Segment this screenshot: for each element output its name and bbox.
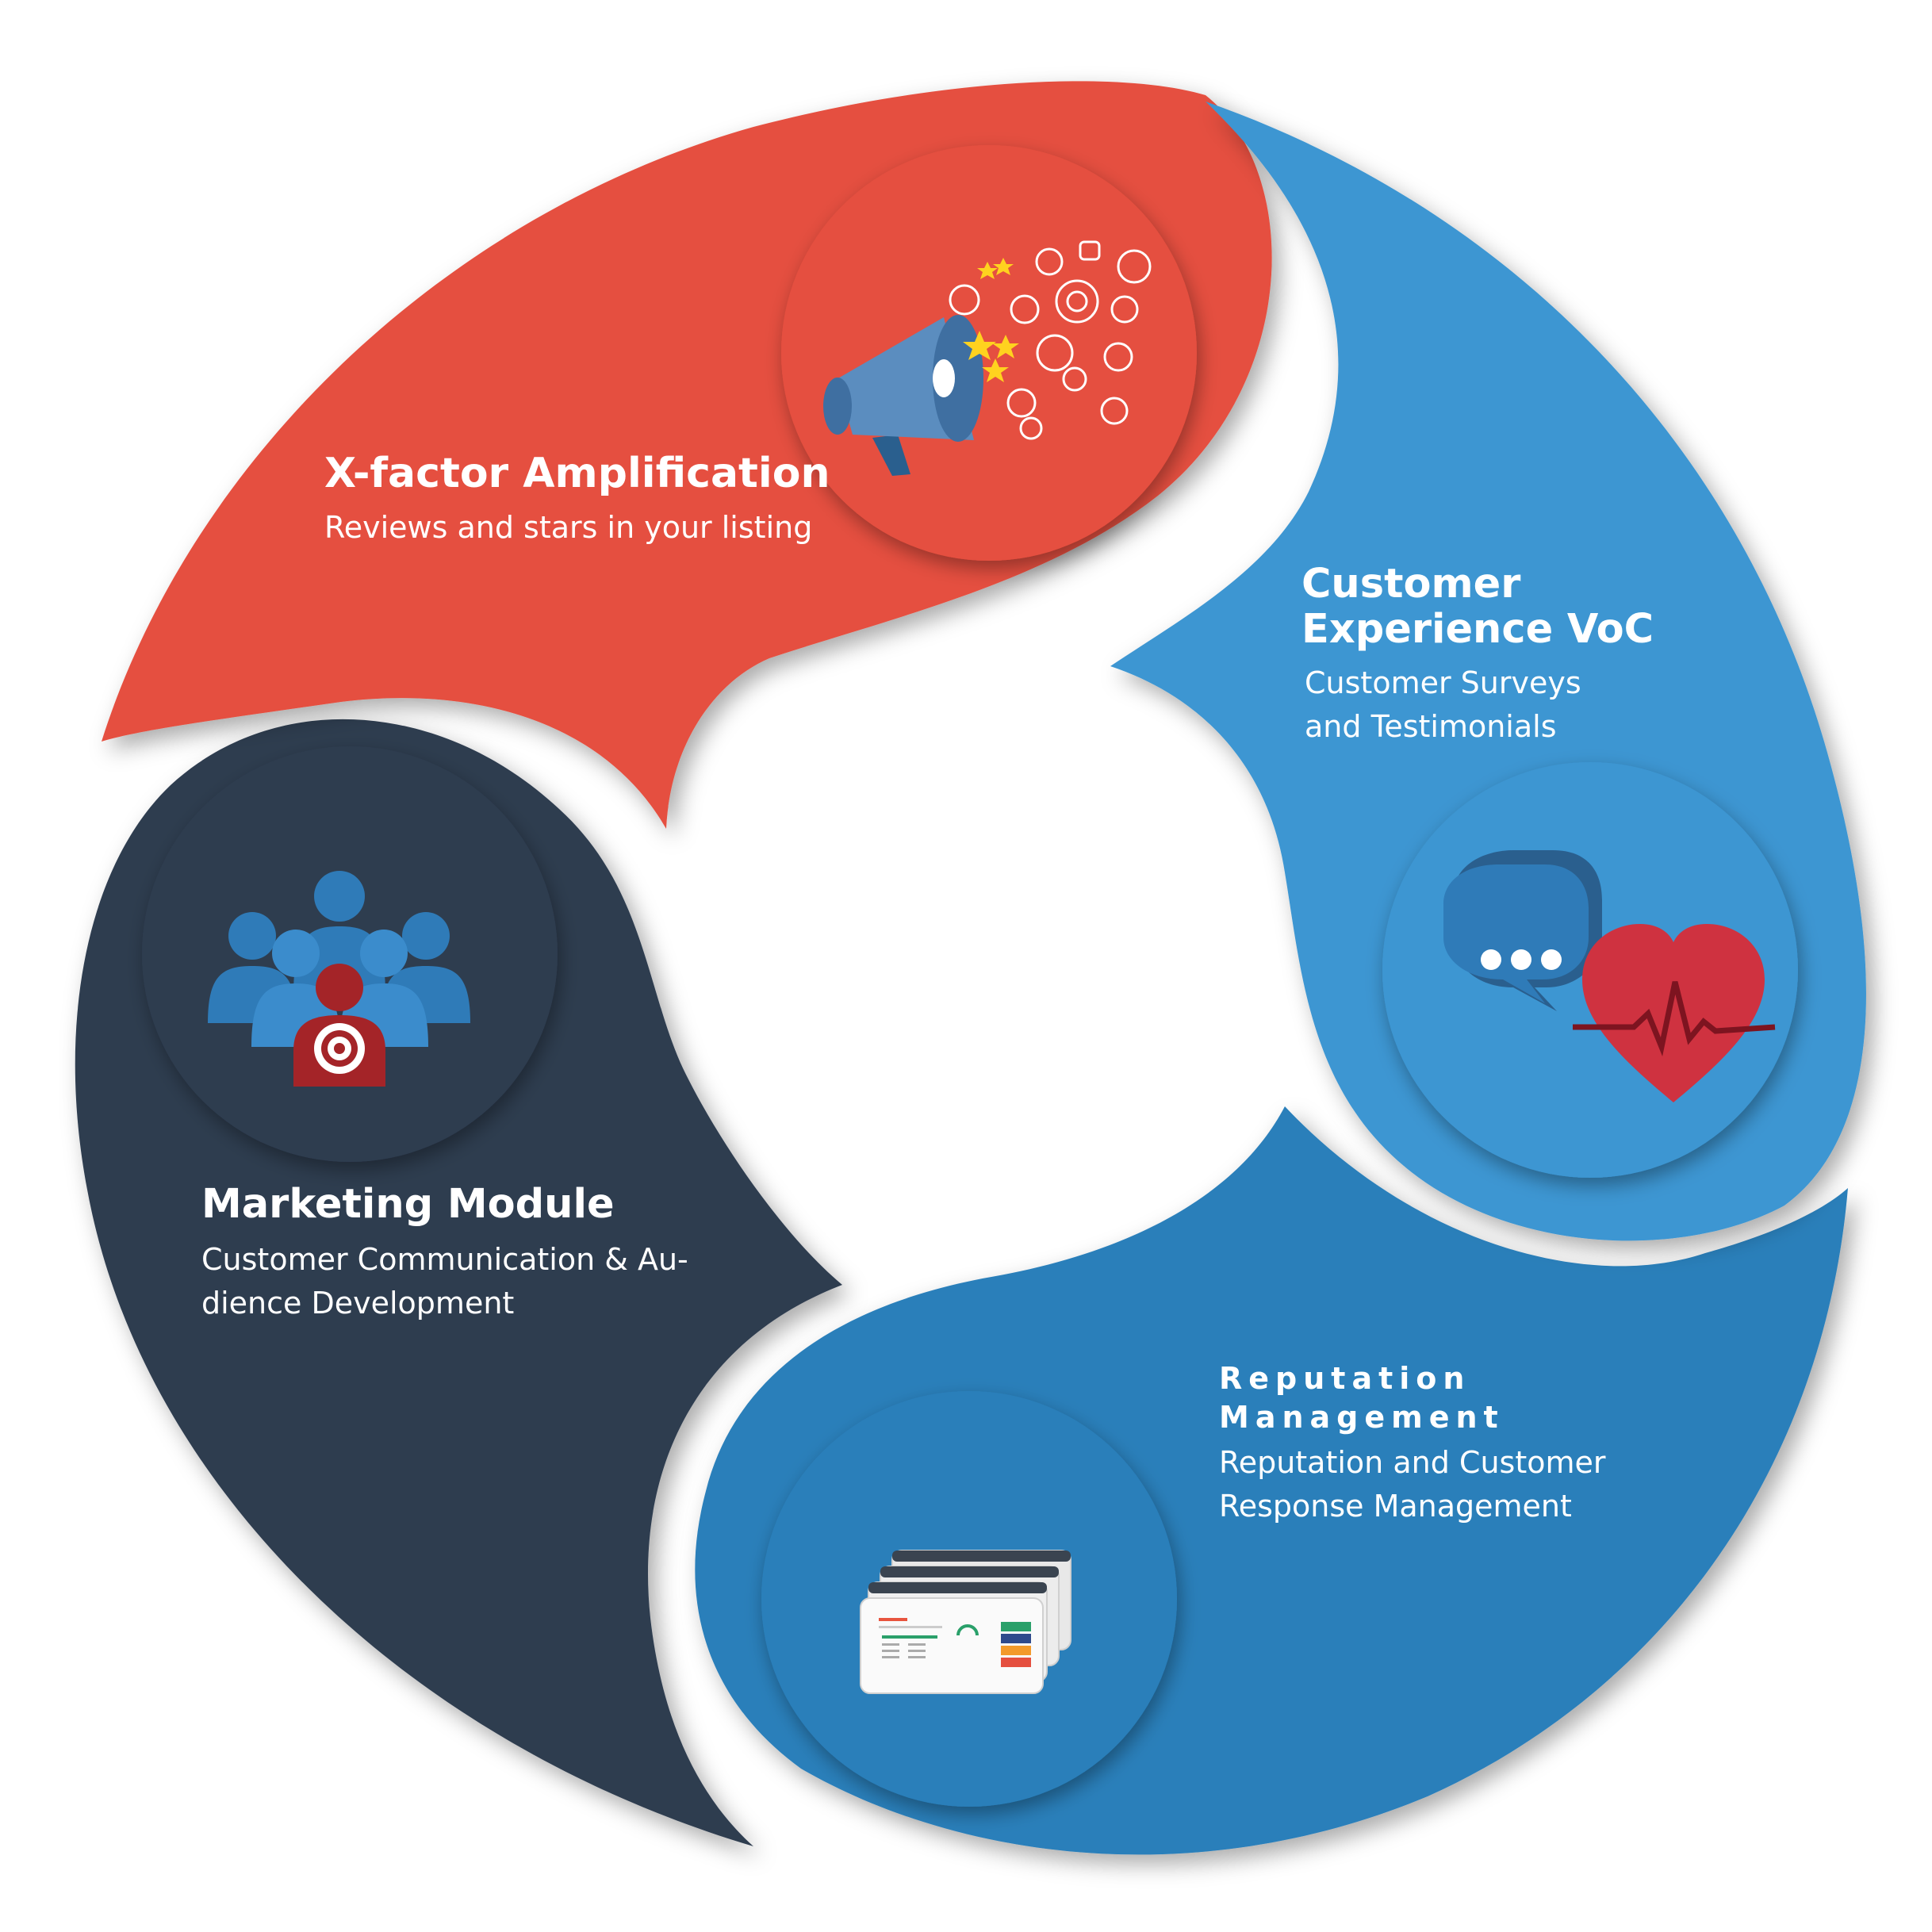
target-audience-icon xyxy=(208,871,470,1087)
voc-subtitle-line1: Customer Surveys xyxy=(1305,665,1581,701)
marketing-subtitle-line1: Customer Communication & Au- xyxy=(201,1242,688,1278)
voc-subtitle-line2: and Testimonials xyxy=(1305,709,1557,745)
reputation-label: Reputation Management Reputation and Cus… xyxy=(1219,1359,1663,1528)
marketing-subtitle-line2: dience Development xyxy=(201,1286,515,1321)
reputation-subtitle-line1: Reputation and Customer xyxy=(1219,1444,1606,1480)
amplification-label: X-factor Amplification Reviews and stars… xyxy=(324,450,959,550)
reputation-title-line2: Management xyxy=(1219,1400,1505,1436)
reputation-subtitle-line2: Response Management xyxy=(1219,1488,1572,1524)
megaphone-icon xyxy=(823,240,1152,476)
voc-label: Customer Experience VoC Customer Surveys… xyxy=(1301,562,1746,749)
marketing-title: Marketing Module xyxy=(201,1181,615,1228)
voc-title-line1: Customer xyxy=(1301,561,1521,608)
dashboard-screens-icon xyxy=(860,1550,1071,1694)
amplification-subtitle: Reviews and stars in your listing xyxy=(324,510,813,546)
amplification-title: X-factor Amplification xyxy=(324,450,830,497)
voc-title-line2: Experience VoC xyxy=(1301,606,1654,654)
marketing-label: Marketing Module Customer Communication … xyxy=(201,1182,709,1325)
chat-heart-icon xyxy=(1443,850,1776,1102)
reputation-title-line1: Reputation xyxy=(1219,1361,1471,1396)
